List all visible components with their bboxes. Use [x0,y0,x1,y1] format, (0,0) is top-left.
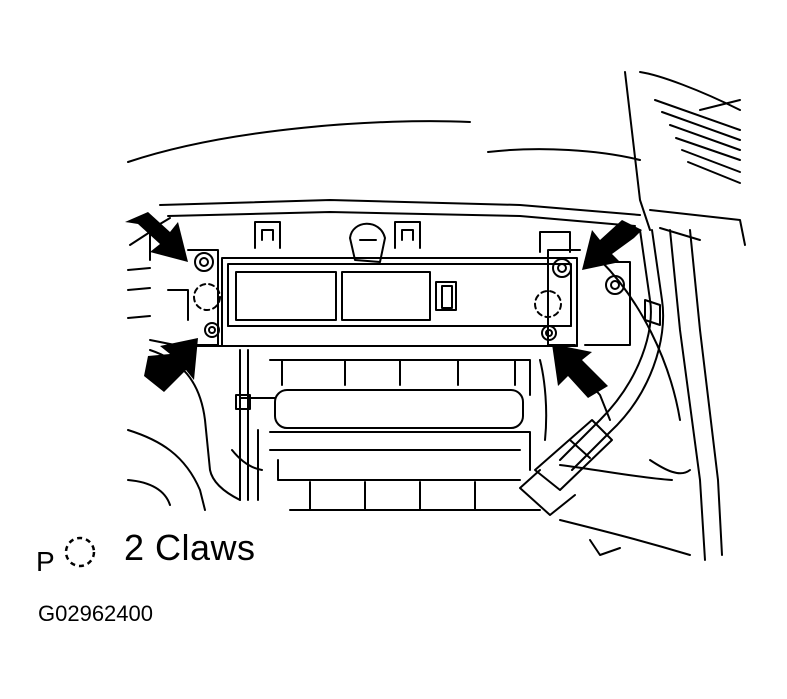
wire-harness [519,229,691,516]
dashboard-outline [127,120,641,319]
arrow-upper-right [582,220,642,270]
lower-assembly [235,349,541,511]
claw-left-marker [193,283,221,311]
control-panel-unit [221,257,578,347]
legend-claws-label: 2 Claws [124,527,256,568]
arrows [125,212,642,398]
claw-right-marker [534,290,562,318]
legend-prefix: P [36,546,55,577]
claw-markers [193,283,562,318]
figure-id: G02962400 [38,601,153,626]
left-bracket [149,249,223,347]
top-clips [254,221,571,263]
arrow-lower-right [552,344,608,398]
air-vent [624,71,746,246]
right-lower-frame [559,229,723,561]
arrow-upper-left [125,212,188,262]
arrow-lower-left [144,338,198,392]
dashed-circle-icon [64,536,96,568]
